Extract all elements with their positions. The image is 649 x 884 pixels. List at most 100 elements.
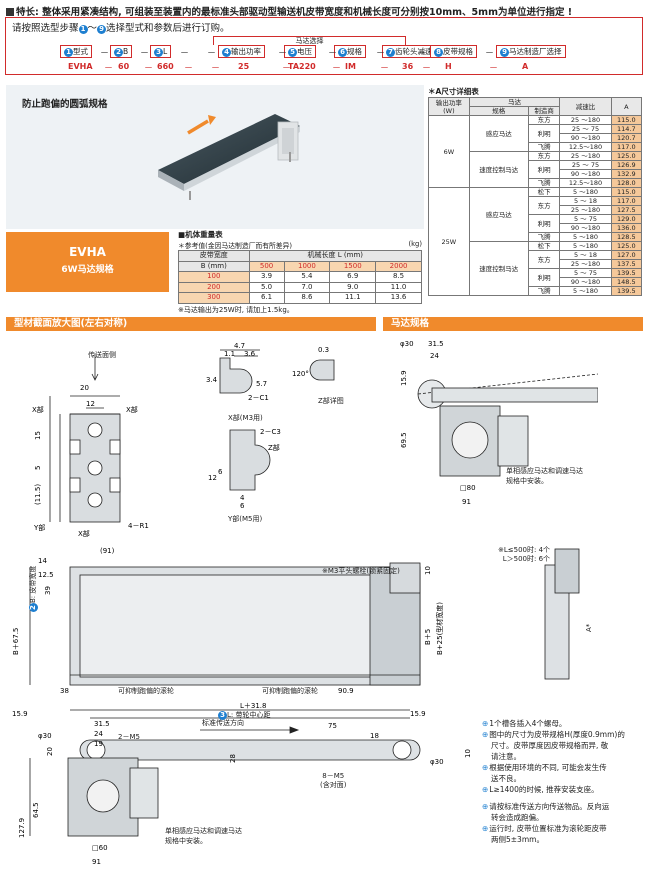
step-separator: － <box>418 49 428 59</box>
dim-b5: B＋5 <box>424 629 432 645</box>
value-separator: － <box>144 64 154 74</box>
step-separator: － <box>100 49 110 59</box>
belt-width-label: 2B: 皮带宽度 <box>28 566 38 612</box>
bullet-square-icon <box>6 8 14 16</box>
step-separator: － <box>140 49 150 59</box>
feature-text: 特长: 整体采用紧凑结构, 可组装至装置内的最标准头部驱动型输送机皮带宽度和机械… <box>6 4 646 18</box>
note-bullet-icon: ⊕ <box>482 719 489 728</box>
dim-4-y: 4 <box>240 494 245 502</box>
order-value-8: H <box>445 62 452 71</box>
dim-60: □60 <box>92 844 108 852</box>
note-line: ⊕请按标准传送方向传送物品。反向运 <box>482 802 610 811</box>
z-detail-label: Z部详图 <box>318 397 344 405</box>
value-separator: － <box>380 64 390 74</box>
dim-phi30-c: φ30 <box>430 758 444 766</box>
x-part-label-1: X部 <box>32 405 44 414</box>
roller-label-2: 可抑制跑偏的滚轮 <box>262 687 318 695</box>
dim-20: 20 <box>80 384 89 392</box>
z-detail-drawing: 0.3 120° <box>292 346 335 381</box>
dim-19: 19 <box>94 740 103 748</box>
dim-91: 91 <box>462 498 471 506</box>
dim-5-7: 5.7 <box>256 380 267 388</box>
dim-31-5-b: 31.5 <box>94 720 110 728</box>
note-bullet-icon: ⊕ <box>482 785 489 794</box>
note-bullet-icon: ⊕ <box>482 802 489 811</box>
dim-12-y: 12 <box>208 474 217 482</box>
note-line: ⊕图中的尺寸为皮带规格H(厚度0.9mm)的 <box>482 730 625 739</box>
weight-table-block: ■机体重量表 ＊参考值(金因马达制造厂而有所差异)(kg) 皮带宽度机械长度 L… <box>178 230 423 314</box>
note-line: ⊕运行时, 皮带位置标准为滚轮距皮带 <box>482 824 607 833</box>
note-bullet-icon: ⊕ <box>482 730 489 739</box>
note-bullet-icon: ⊕ <box>482 763 489 772</box>
bolt-note: ※M3平头螺栓(锁紧固定) <box>322 567 400 575</box>
dim-15-9: 15.9 <box>400 370 408 386</box>
order-selection-box <box>5 17 643 75</box>
dim-10: 10 <box>424 566 432 575</box>
step-separator: － <box>207 49 217 59</box>
dim-120: 120° <box>292 370 309 378</box>
dim-20-b: 20 <box>46 747 54 756</box>
right-side-view <box>544 548 580 680</box>
note-line: 尺寸。皮带厚度因皮带规格而异, 敬 <box>491 741 609 750</box>
conveying-face-label: 传送面侧 <box>88 351 116 359</box>
note-line: ⊕L≥1400的时候, 推荐安装支座。 <box>482 785 599 794</box>
dim-39: 39 <box>44 586 52 595</box>
value-separator: － <box>332 64 342 74</box>
step-separator: － <box>485 49 495 59</box>
dim-phi30: φ30 <box>400 340 414 348</box>
motor-spec-drawing: φ30 31.5 24 15.9 69.5 □80 91 <box>400 340 598 506</box>
note-line: 请注意。 <box>491 752 521 761</box>
y-part-m5-label: Y部(M5用) <box>228 515 263 523</box>
step-number-icon: 6 <box>338 48 347 57</box>
dim-14: 14 <box>38 557 47 565</box>
note-bullet-icon: ⊕ <box>482 824 489 833</box>
dim-24-b: 24 <box>94 730 103 738</box>
top-view-drawing: (91) 14 12.5 39 38 90.9 B＋67.5 B＋5 B+25(… <box>12 547 444 695</box>
dim-38: 38 <box>60 687 69 695</box>
step-separator: － <box>376 49 386 59</box>
step-number-icon: 1 <box>64 48 73 57</box>
order-value-2: 60 <box>118 62 130 71</box>
product-badge: EVHA 6W马达规格 <box>6 232 169 292</box>
value-separator: － <box>104 64 114 74</box>
x-detail-drawing: 4.7 1.1 3.6 3.4 5.7 2－C1 <box>206 342 269 402</box>
order-value-1: EVHA <box>68 62 93 71</box>
dim-69-5: 69.5 <box>400 432 408 448</box>
m5-label-2: 8－M5(含对面) <box>320 772 347 789</box>
dim-3-4: 3.4 <box>206 376 218 384</box>
dim-1-1: 1.1 <box>224 350 235 358</box>
step-separator: － <box>278 49 288 59</box>
value-separator: － <box>489 64 499 74</box>
value-separator: － <box>422 64 432 74</box>
step-number-icon: 4 <box>222 48 231 57</box>
dim-5: 5 <box>34 466 42 470</box>
profile-height-label: B+25(型材宽度) <box>435 602 444 655</box>
step-number-icon: 3 <box>154 48 163 57</box>
l-plus-label: L＋31.8 <box>240 702 267 710</box>
order-value-6: IM <box>345 62 356 71</box>
note-line: 送不良。 <box>491 774 521 783</box>
dim-15-9-b: 15.9 <box>410 710 426 718</box>
x-part-label-3: X部 <box>78 529 90 538</box>
step-number-icon: 5 <box>288 48 297 57</box>
dim-24: 24 <box>430 352 439 360</box>
z-part-label: Z部 <box>268 443 280 452</box>
x-part-label-2: X部 <box>126 405 138 414</box>
notes-list: ⊕1个槽各插入4个螺母。⊕图中的尺寸为皮带规格H(厚度0.9mm)的尺寸。皮带厚… <box>482 718 642 845</box>
step-separator: － <box>180 49 190 59</box>
dim-11-5: (11.5) <box>34 484 42 505</box>
value-separator: － <box>282 64 292 74</box>
dim-3-6: 3.6 <box>244 350 256 358</box>
dim-12-5: 12.5 <box>38 571 54 579</box>
dim-80: □80 <box>460 484 476 492</box>
direction-label: 标准传送方向 <box>202 719 244 727</box>
